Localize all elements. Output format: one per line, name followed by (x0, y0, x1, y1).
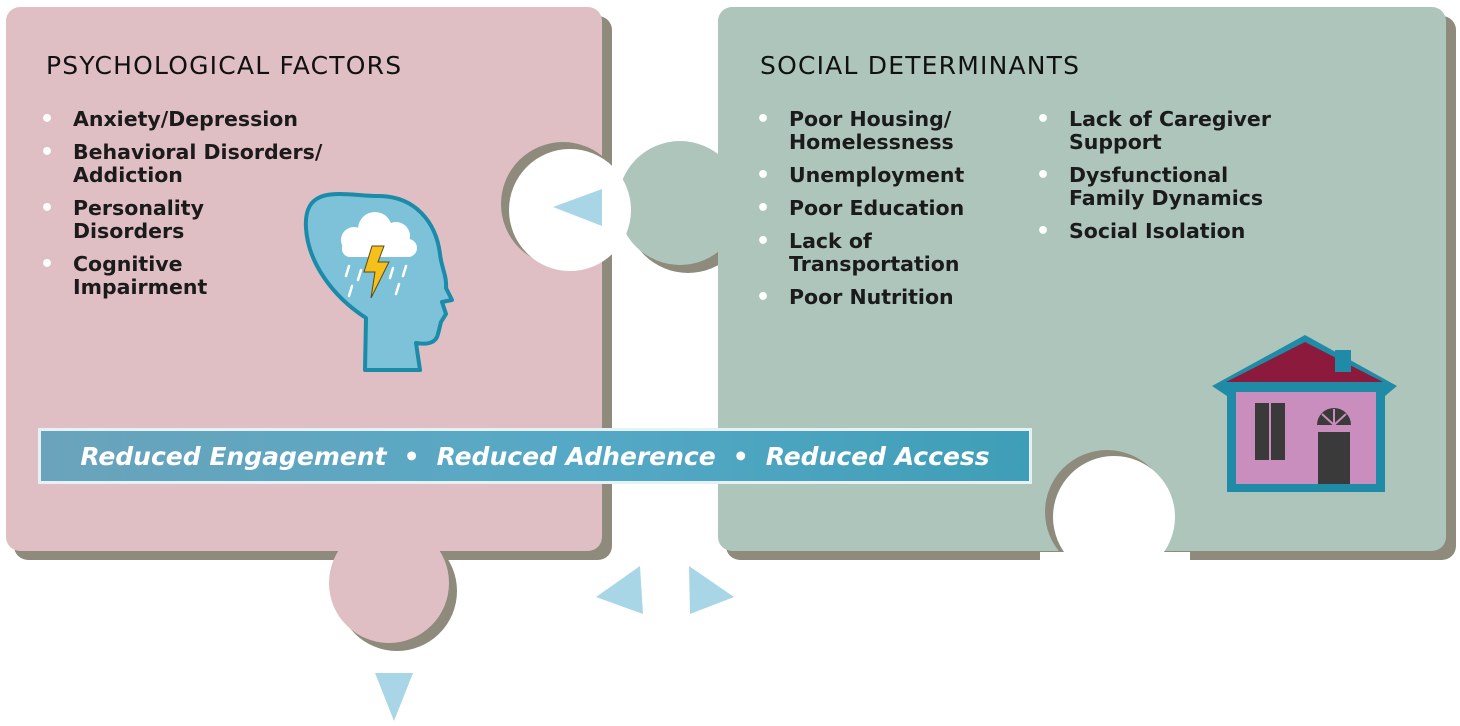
social-title: SOCIAL DETERMINANTS (760, 51, 1081, 80)
banner-item-access: Reduced Access (765, 441, 990, 471)
banner-separator: • (732, 441, 749, 471)
list-item: Behavioral Disorders/ Addiction (40, 141, 370, 187)
list-item: Poor Nutrition (756, 286, 1016, 310)
arrow-down-right-icon (689, 566, 734, 614)
list-item: Cognitive Impairment (40, 253, 370, 299)
psych-title: PSYCHOLOGICAL FACTORS (46, 51, 403, 80)
psych-panel-tab (329, 523, 449, 643)
outcomes-banner: Reduced Engagement • Reduced Adherence •… (38, 428, 1032, 484)
social-list-col2: Lack of Caregiver Support Dysfunctional … (1036, 108, 1336, 253)
fan-window-spokes (1321, 409, 1347, 426)
banner-item-adherence: Reduced Adherence (436, 441, 716, 471)
list-item: Unemployment (756, 164, 1016, 188)
list-item: Lack of Transportation (756, 230, 1016, 276)
banner-item-engagement: Reduced Engagement (80, 441, 387, 471)
arrow-down-icon (375, 673, 413, 721)
window-right-pane (1271, 403, 1285, 460)
list-item: Personality Disorders (40, 197, 370, 243)
banner-separator: • (403, 441, 420, 471)
social-list-col1: Poor Housing/ Homelessness Unemployment … (756, 108, 1016, 319)
list-item: Lack of Caregiver Support (1036, 108, 1336, 154)
list-item: Poor Education (756, 197, 1016, 221)
arrow-down-left-icon (596, 566, 643, 614)
chimney (1335, 350, 1351, 372)
social-socket (1053, 456, 1175, 578)
list-item: Social Isolation (1036, 220, 1336, 244)
door (1318, 432, 1350, 484)
social-socket-opening (1040, 552, 1190, 582)
social-panel-tab (618, 141, 742, 265)
list-item: Poor Housing/ Homelessness (756, 108, 1016, 154)
arrow-left-icon (553, 189, 602, 226)
list-item: Dysfunctional Family Dynamics (1036, 164, 1336, 210)
psych-list: Anxiety/Depression Behavioral Disorders/… (40, 108, 370, 309)
window-left-pane (1255, 403, 1269, 460)
list-item: Anxiety/Depression (40, 108, 370, 132)
house-icon (1212, 335, 1397, 492)
